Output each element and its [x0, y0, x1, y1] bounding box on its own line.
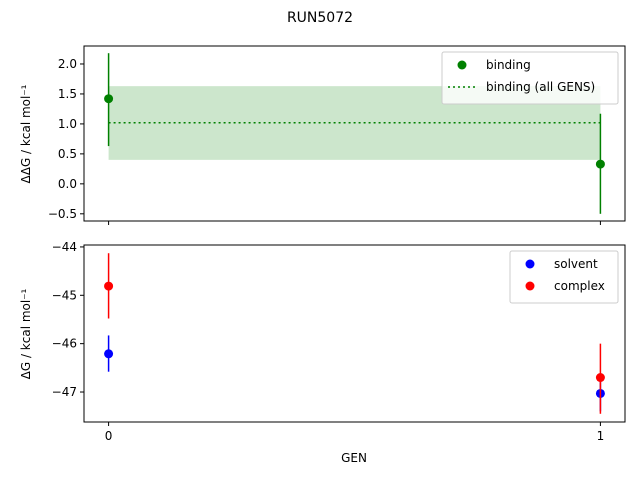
y-tick-label: −44: [52, 240, 77, 254]
data-point: [595, 159, 605, 169]
chart-title: RUN5072: [287, 10, 353, 26]
y-tick-label: −45: [52, 288, 77, 302]
legend-marker: [525, 281, 535, 291]
y-tick-label: 0.5: [58, 147, 77, 161]
legend-box: [441, 51, 619, 105]
bottom-ylabel: ΔG / kcal mol⁻¹: [19, 288, 33, 379]
x-tick-label: 0: [105, 429, 113, 443]
legend-marker: [457, 60, 467, 70]
legend-label: binding (all GENS): [486, 80, 595, 94]
x-tick-label: 1: [597, 429, 605, 443]
legend-label: complex: [554, 279, 605, 293]
y-tick-label: 0.0: [58, 177, 77, 191]
legend: binding binding (all GENS): [441, 51, 619, 105]
y-tick-label: −46: [52, 337, 77, 351]
legend: solvent complex: [509, 250, 619, 304]
data-point: [104, 349, 114, 359]
axes-frame: [83, 244, 626, 423]
y-tick-label: −47: [52, 385, 77, 399]
top-ylabel: ΔΔG / kcal mol⁻¹: [19, 84, 33, 183]
data-point: [104, 94, 114, 104]
legend-box: [509, 250, 619, 304]
x-axis-label: GEN: [341, 451, 367, 465]
axes-frame: [83, 45, 626, 222]
legend-marker: [525, 259, 535, 269]
y-tick-label: 2.0: [58, 57, 77, 71]
y-tick-label: 1.0: [58, 117, 77, 131]
data-point: [104, 281, 114, 291]
legend-label: binding: [486, 58, 531, 72]
y-tick-label: 1.5: [58, 87, 77, 101]
y-tick-label: −0.5: [48, 207, 77, 221]
data-point: [595, 373, 605, 383]
legend-label: solvent: [554, 257, 598, 271]
